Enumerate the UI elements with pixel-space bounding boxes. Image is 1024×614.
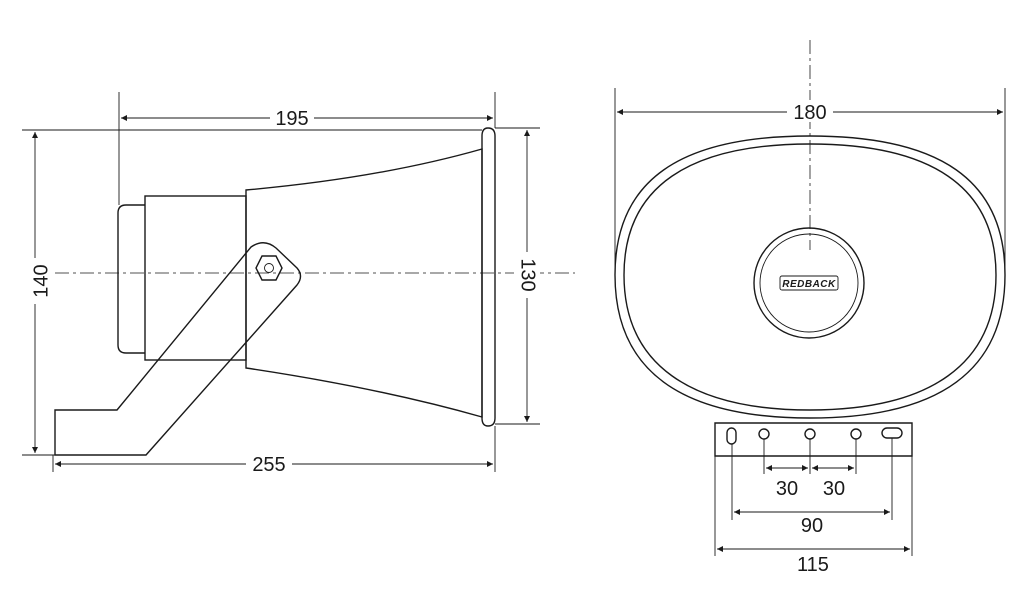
dim-label-255: 255 <box>252 454 285 476</box>
mount-hole-3 <box>850 428 862 440</box>
dim-label-90: 90 <box>801 515 823 537</box>
horn-flare <box>245 148 483 418</box>
mount-hole-2 <box>804 428 816 440</box>
dim-label-140: 140 <box>30 264 52 297</box>
dim-label-115: 115 <box>797 554 829 576</box>
mounting-bracket-plate <box>714 422 913 457</box>
front-view: REDBACK 180 30 30 90 115 <box>614 40 1006 576</box>
mount-slot-right <box>881 427 903 439</box>
dim-label-130: 130 <box>517 258 539 291</box>
mount-hole-1 <box>758 428 770 440</box>
brand-logo: REDBACK <box>782 279 836 290</box>
driver-housing <box>144 195 247 361</box>
driver-outer-ring <box>753 227 865 339</box>
driver-rear-cap <box>117 204 145 354</box>
hex-bolt-icon <box>255 255 283 281</box>
horn-front-inner-rim <box>623 143 997 411</box>
mount-slot-left <box>726 427 737 445</box>
dim-label-30-right: 30 <box>823 478 845 500</box>
side-view: 195 140 130 255 <box>22 92 575 476</box>
mounting-bracket <box>54 242 302 456</box>
horn-mouth-rim <box>481 127 496 427</box>
horn-front-outer-rim <box>614 135 1006 419</box>
dim-label-30-left: 30 <box>776 478 798 500</box>
dim-label-195: 195 <box>275 108 308 130</box>
dim-label-180: 180 <box>793 102 826 124</box>
driver-inner-ring <box>759 233 859 333</box>
brand-logo-plate <box>779 275 839 291</box>
